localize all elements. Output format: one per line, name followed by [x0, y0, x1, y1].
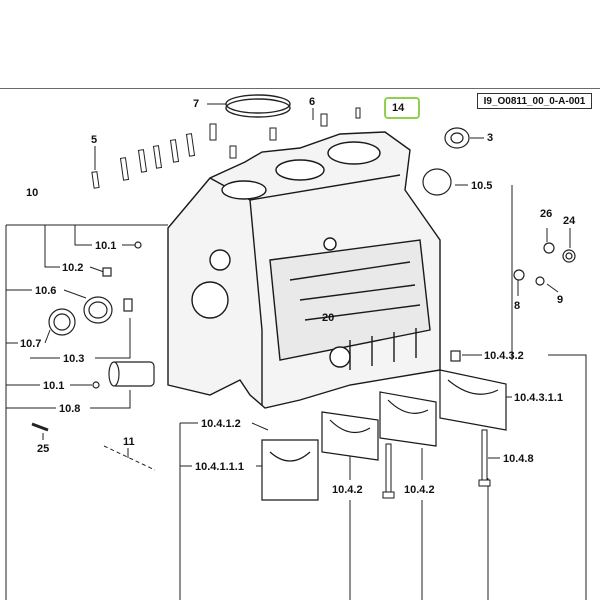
- callout-10-3[interactable]: 10.3: [63, 353, 85, 365]
- frame-10-left: [5, 224, 168, 600]
- callout-11[interactable]: 11: [123, 436, 135, 448]
- callout-25[interactable]: 25: [37, 443, 50, 455]
- callout-10-4-1-2[interactable]: 10.4.1.2: [201, 418, 241, 430]
- callout-10-5[interactable]: 10.5: [471, 180, 493, 192]
- cap-bolts: [382, 429, 491, 499]
- highlighted-callout-frame[interactable]: [384, 97, 420, 119]
- header-divider: [0, 88, 600, 89]
- callout-20[interactable]: 20: [322, 312, 335, 324]
- callout-10-4-2-a[interactable]: 10.4.2: [332, 484, 363, 496]
- leader-10-1a: [74, 225, 92, 246]
- callout-24[interactable]: 24: [563, 215, 576, 227]
- leader-10-8: [6, 390, 131, 409]
- main-bearing-caps: [261, 369, 507, 501]
- callout-10-4-3-2[interactable]: 10.4.3.2: [484, 350, 524, 362]
- leader-9: [546, 283, 559, 293]
- callout-10-4-1-1-1[interactable]: 10.4.1.1.1: [195, 461, 244, 473]
- callout-10-2[interactable]: 10.2: [62, 262, 84, 274]
- leader-10-2-tail: [89, 266, 105, 273]
- leader-10-2: [44, 225, 60, 268]
- leader-10-7-tail: [44, 329, 51, 344]
- leader-10-3: [30, 318, 131, 359]
- callout-10-1-b[interactable]: 10.1: [43, 380, 65, 392]
- callout-7[interactable]: 7: [193, 98, 200, 110]
- callout-10-4-8[interactable]: 10.4.8: [503, 453, 534, 465]
- dowel-pins: [91, 107, 361, 189]
- callout-26[interactable]: 26: [540, 208, 553, 220]
- callout-10-6[interactable]: 10.6: [35, 285, 57, 297]
- leader-10-4-8: [487, 457, 500, 600]
- frame-right: [548, 354, 587, 600]
- callout-8[interactable]: 8: [514, 300, 521, 312]
- callout-5[interactable]: 5: [91, 134, 98, 146]
- bushings: [48, 296, 155, 387]
- callout-10-8[interactable]: 10.8: [59, 403, 81, 415]
- leader-10-4-1-2-tail: [251, 422, 269, 431]
- engine-block: [167, 131, 441, 409]
- seal-and-plugs: [31, 127, 576, 471]
- callout-6[interactable]: 6: [309, 96, 316, 108]
- callout-10[interactable]: 10: [26, 187, 39, 199]
- piston-ring-seals: [225, 94, 291, 118]
- callout-10-7[interactable]: 10.7: [20, 338, 42, 350]
- callout-10-1-a[interactable]: 10.1: [95, 240, 117, 252]
- callout-3[interactable]: 3: [487, 132, 494, 144]
- callout-14[interactable]: 14: [392, 102, 405, 114]
- callout-9[interactable]: 9: [557, 294, 564, 306]
- callout-10-4-2-b[interactable]: 10.4.2: [404, 484, 435, 496]
- leader-10-6-tail: [63, 289, 87, 299]
- drawing-reference-code: I9_O0811_00_0-A-001: [477, 93, 592, 109]
- callout-10-4-3-1-1[interactable]: 10.4.3.1.1: [514, 392, 563, 404]
- frame-10-4-1-2: [179, 422, 198, 600]
